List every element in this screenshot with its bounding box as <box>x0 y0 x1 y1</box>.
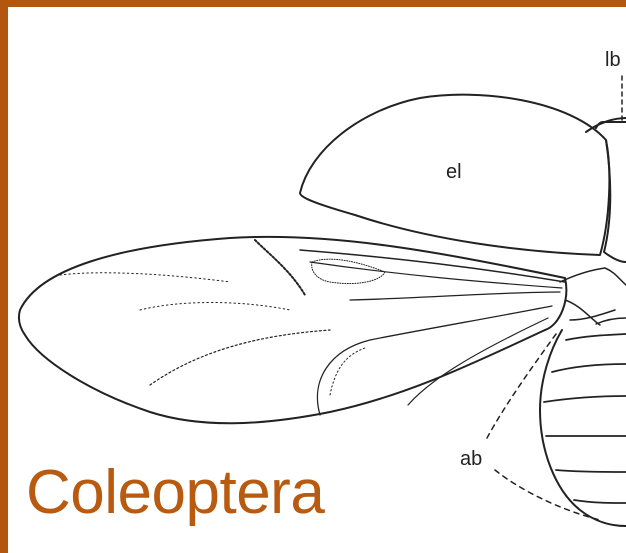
leader-line-ab-upper <box>487 334 556 438</box>
wing-vein-dotted-2 <box>150 330 330 385</box>
abdomen-segment-3 <box>544 396 626 402</box>
pronotum-outline <box>586 118 626 262</box>
wing-vein-dotted-3 <box>255 240 305 295</box>
abdomen-segment-7 <box>596 318 626 324</box>
head-outline <box>596 122 626 128</box>
wing-base <box>560 268 626 325</box>
wing-vein-radial <box>350 292 560 300</box>
wing-vein-dotted-4 <box>140 303 290 311</box>
wing-vein-dotted-1 <box>60 273 230 282</box>
abdomen-segment-6 <box>574 500 626 503</box>
abdomen-outline <box>540 330 626 526</box>
abdomen-segment-5 <box>556 470 626 472</box>
label-labrum: lb <box>605 49 621 71</box>
hind-wing-outline <box>19 237 566 423</box>
abdomen-segment-1 <box>566 334 626 340</box>
wing-vein-dotted-5 <box>330 348 365 395</box>
label-elytron: el <box>446 161 462 183</box>
caption-title: Coleoptera <box>26 462 324 524</box>
abdomen-segment-2 <box>552 364 626 372</box>
wing-vein-medial <box>317 306 552 415</box>
label-abdomen: ab <box>460 448 482 470</box>
wing-stigma <box>312 259 385 283</box>
